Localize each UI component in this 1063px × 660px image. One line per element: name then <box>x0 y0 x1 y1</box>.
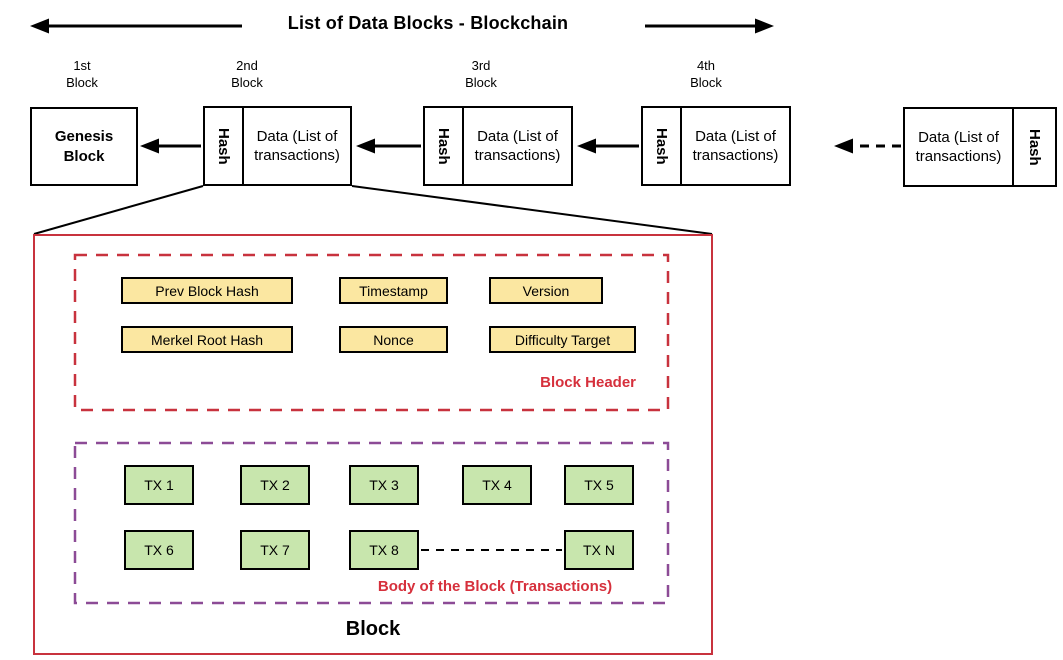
link-arrow-block4-to-block3-icon <box>577 138 639 154</box>
block-future-data-cell: Data (List of transactions) <box>915 129 1002 165</box>
tx-1: TX 1 <box>124 465 194 505</box>
field-prev-block-hash: Prev Block Hash <box>121 277 293 304</box>
zoom-fan-line-right <box>351 185 713 235</box>
block-future: Data (List of transactions) Hash <box>903 107 1057 187</box>
diagram-title: List of Data Blocks - Blockchain <box>287 13 569 33</box>
tx-4: TX 4 <box>462 465 532 505</box>
tx-5: TX 5 <box>564 465 634 505</box>
hash-label: Hash <box>435 127 452 165</box>
block-3rd: Hash Data (List of transactions) <box>423 106 573 186</box>
position-label-2nd: 2nd Block <box>231 58 263 90</box>
field-difficulty-target: Difficulty Target <box>489 326 636 353</box>
tx-7: TX 7 <box>240 530 310 570</box>
block-3rd-hash-cell: Hash <box>425 108 464 184</box>
hash-label: Hash <box>1026 128 1043 166</box>
tx-2: TX 2 <box>240 465 310 505</box>
position-label-4th: 4th Block <box>690 58 722 90</box>
block-header-label: Block Header <box>540 374 636 391</box>
block-2nd: Hash Data (List of transactions) <box>203 106 352 186</box>
tx-6: TX 6 <box>124 530 194 570</box>
tx-n: TX N <box>564 530 634 570</box>
block-body-label: Body of the Block (Transactions) <box>377 578 613 595</box>
hash-label: Hash <box>653 127 670 165</box>
block-3rd-data-cell: Data (List of transactions) <box>474 128 561 164</box>
block-4th: Hash Data (List of transactions) <box>641 106 791 186</box>
field-nonce: Nonce <box>339 326 448 353</box>
expanded-block-outline <box>33 234 713 655</box>
field-merkel-root-hash: Merkel Root Hash <box>121 326 293 353</box>
block-body-dashed-outline <box>73 441 670 605</box>
block-caption: Block <box>345 618 401 640</box>
field-version: Version <box>489 277 603 304</box>
link-arrow-dashed-future-icon <box>834 138 901 154</box>
block-4th-hash-cell: Hash <box>643 108 682 184</box>
tx-8: TX 8 <box>349 530 419 570</box>
block-2nd-data-cell: Data (List of transactions) <box>254 128 340 164</box>
title-left-arrow-icon <box>30 18 242 34</box>
position-label-1st: 1st Block <box>66 58 98 90</box>
genesis-block: Genesis Block <box>30 107 138 186</box>
block-2nd-hash-cell: Hash <box>205 108 244 184</box>
link-arrow-block2-to-genesis-icon <box>140 138 201 154</box>
title-right-arrow-icon <box>645 18 774 34</box>
position-label-3rd: 3rd Block <box>465 58 497 90</box>
block-header-dashed-outline <box>73 253 670 412</box>
block-4th-data-cell: Data (List of transactions) <box>692 128 779 164</box>
link-arrow-block3-to-block2-icon <box>356 138 421 154</box>
zoom-fan-line-left <box>33 185 204 235</box>
block-future-hash-cell: Hash <box>1012 109 1055 185</box>
field-timestamp: Timestamp <box>339 277 448 304</box>
tx-3: TX 3 <box>349 465 419 505</box>
hash-label: Hash <box>215 127 232 165</box>
